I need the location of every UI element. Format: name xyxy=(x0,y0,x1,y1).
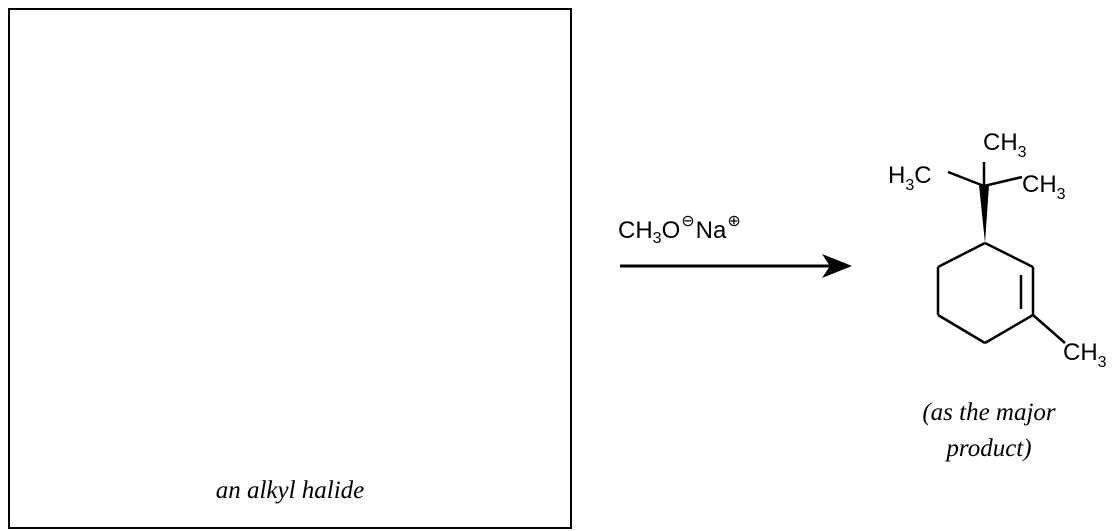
reagent-oxygen: O xyxy=(661,217,681,244)
reagent-sodium: Na xyxy=(695,217,727,244)
tbutyl-bond xyxy=(983,175,1023,188)
ring-bond xyxy=(984,241,1034,269)
product-note-line2: product) xyxy=(946,435,1032,462)
methyl-bond xyxy=(1032,314,1066,344)
tbutyl-bond xyxy=(947,170,985,188)
cation-charge-icon: ⊕ xyxy=(727,213,741,230)
reagent-sub: 3 xyxy=(652,230,662,247)
methyl-ring-label: CH3 xyxy=(1063,339,1107,371)
wedge-bond xyxy=(979,185,989,243)
product-structure: CH3 H3C CH3 CH3 xyxy=(888,129,1107,371)
answer-box-label: an alkyl halide xyxy=(215,477,365,504)
methyl-top-label: CH3 xyxy=(983,129,1027,161)
product-note: (as the major product) xyxy=(880,395,1098,467)
ring-bond xyxy=(937,313,986,345)
reaction-arrow-icon xyxy=(620,254,852,278)
ring-bond xyxy=(937,241,986,269)
ring-bond xyxy=(984,313,1034,345)
product-note-line1: (as the major xyxy=(922,399,1056,426)
methyl-left-label: H3C xyxy=(888,162,932,194)
reagent-ch: CH xyxy=(618,217,653,244)
answer-box: an alkyl halide xyxy=(8,8,572,529)
anion-charge-icon: ⊖ xyxy=(681,213,695,230)
methyl-right-label: CH3 xyxy=(1022,171,1066,203)
reagent-label: CH3O⊖Na⊕ xyxy=(618,213,742,247)
